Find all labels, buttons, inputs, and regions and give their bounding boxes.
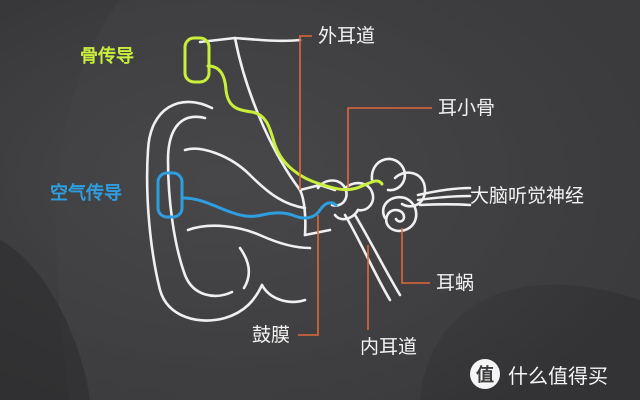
label-air-conduction: 空气传导 (50, 183, 122, 204)
bone-conduction-earpiece (183, 36, 211, 84)
label-auditory-nerve: 大脑听觉神经 (470, 185, 585, 207)
label-outer-ear-canal: 外耳道 (318, 25, 376, 47)
leader-eardrum (298, 215, 319, 336)
leader-cochlea (401, 228, 430, 284)
bone-conduction-path (183, 36, 384, 192)
label-cochlea: 耳蜗 (436, 272, 475, 294)
label-ossicles: 耳小骨 (438, 97, 496, 119)
head-silhouette (56, 0, 640, 400)
leader-lines (298, 35, 432, 336)
watermark: 值 什么值得买 (470, 357, 608, 391)
air-conduction-earpiece (156, 171, 184, 219)
air-conduction-path (156, 171, 338, 220)
leader-ossicles (347, 107, 432, 188)
label-eardrum: 鼓膜 (252, 324, 291, 346)
leader-outer-ear-canal (299, 35, 312, 190)
watermark-text: 什么值得买 (508, 363, 608, 388)
zhi-badge-icon: 值 (470, 359, 500, 389)
label-bone-conduction: 骨传导 (80, 46, 134, 67)
label-inner-ear-canal: 内耳道 (360, 336, 418, 358)
jaw-shadow (0, 240, 90, 400)
